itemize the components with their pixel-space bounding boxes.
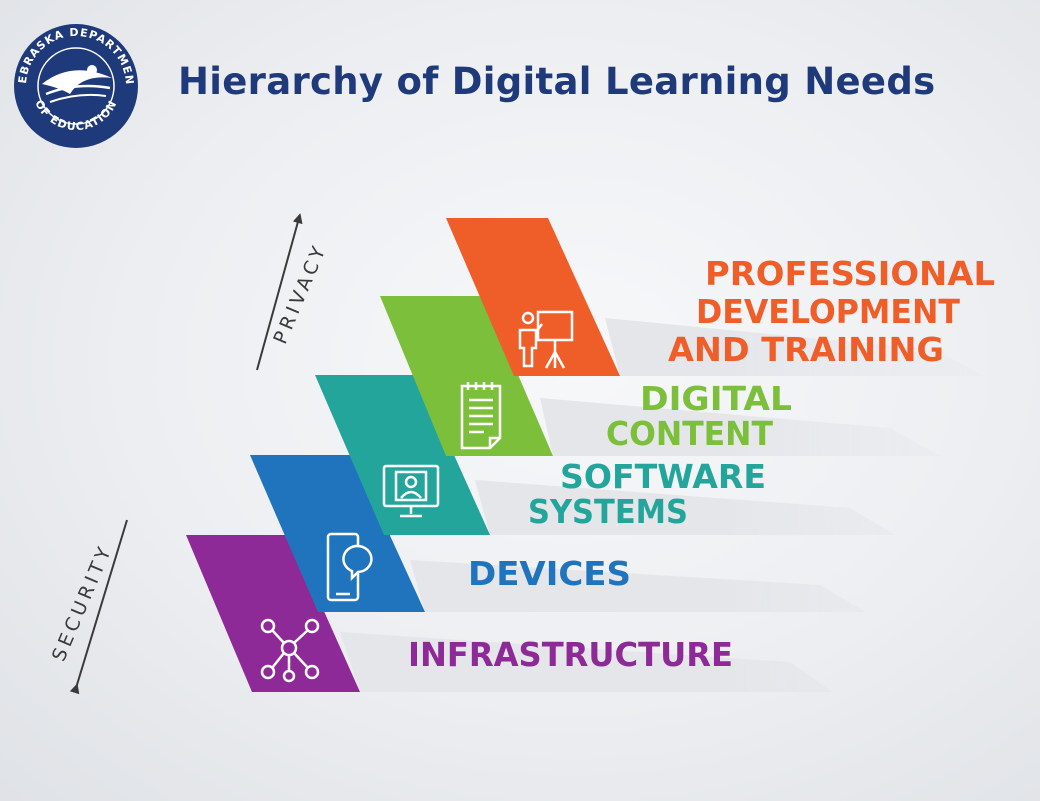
label-devices-line-1: DEVICES: [468, 554, 631, 593]
axis-line-upper: [256, 213, 303, 371]
monitor-user-icon: [382, 464, 440, 518]
label-software: SOFTWARE SYSTEMS: [528, 457, 778, 531]
logo-swoosh: [42, 70, 112, 94]
level-professional-development: PROFESSIONAL DEVELOPMENT AND TRAINING: [446, 218, 1007, 377]
tablet-chat-icon: [326, 532, 373, 602]
presenter-icon: [518, 310, 574, 369]
level-devices: DEVICES: [250, 455, 866, 613]
label-professional-line-1: PROFESSIONAL: [705, 254, 995, 293]
label-software-line-2: SYSTEMS: [528, 492, 688, 531]
nebraska-education-logo: NEBRASKA DEPARTMENT OF EDUCATION: [12, 22, 138, 148]
shelf-software: [475, 480, 895, 535]
label-devices: DEVICES: [468, 554, 631, 593]
shelf-digital: [540, 398, 940, 456]
network-icon: [260, 618, 320, 683]
label-digital-line-2: CONTENT: [606, 414, 773, 453]
level-software-systems: SOFTWARE SYSTEMS: [315, 375, 895, 536]
label-infrastructure: INFRASTRUCTURE: [408, 635, 733, 674]
label-infrastructure-line-1: INFRASTRUCTURE: [408, 635, 733, 674]
band-digital: [380, 296, 553, 456]
level-infrastructure: INFRASTRUCTURE: [186, 535, 832, 693]
axis-line-lower: [69, 519, 128, 695]
notepad-icon: [460, 382, 502, 450]
label-software-line-1: SOFTWARE: [560, 457, 766, 496]
label-professional-line-2: DEVELOPMENT: [696, 292, 960, 331]
page-title: Hierarchy of Digital Learning Needs: [178, 60, 936, 103]
label-digital: DIGITAL CONTENT: [606, 379, 804, 453]
shelf-devices: [410, 560, 866, 612]
label-professional-line-3: AND TRAINING: [668, 330, 944, 369]
label-digital-line-1: DIGITAL: [640, 379, 792, 418]
security-label: SECURITY: [48, 541, 117, 665]
band-infrastructure: [186, 535, 360, 692]
band-professional: [446, 218, 620, 376]
band-software: [315, 375, 490, 535]
shelf-professional: [605, 318, 985, 376]
shelf-infrastructure: [340, 632, 832, 692]
level-digital-content: DIGITAL CONTENT: [380, 296, 940, 457]
label-professional: PROFESSIONAL DEVELOPMENT AND TRAINING: [668, 254, 1007, 369]
